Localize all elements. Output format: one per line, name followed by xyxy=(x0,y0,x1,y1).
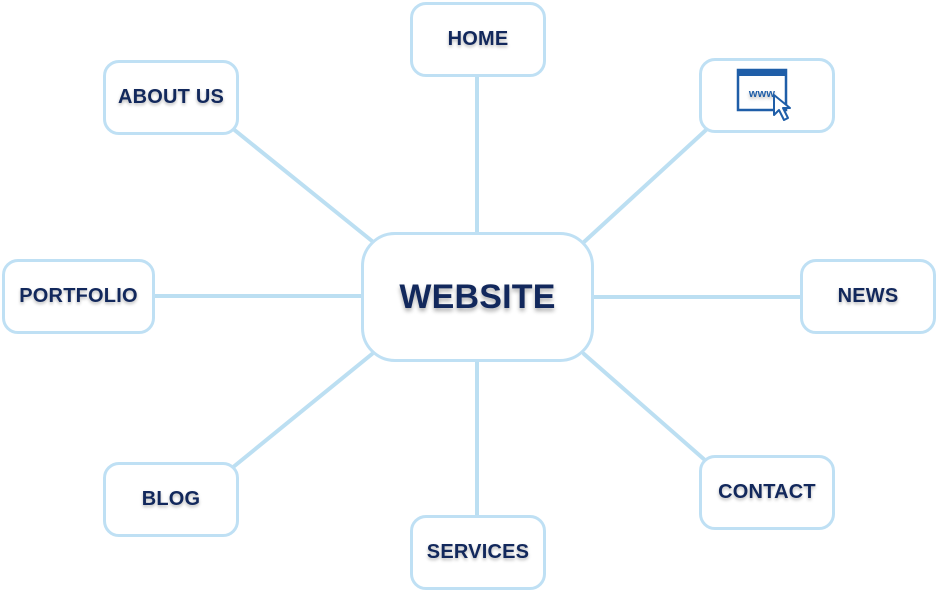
connector-blog xyxy=(230,352,374,470)
connector-www xyxy=(582,128,708,244)
node-contact: CONTACT xyxy=(699,455,835,530)
node-news-label: NEWS xyxy=(837,285,899,307)
node-news: NEWS xyxy=(800,259,936,334)
node-www: www xyxy=(699,58,835,133)
connector-about xyxy=(230,126,374,243)
www-browser-icon: www xyxy=(736,68,791,121)
node-portfolio: PORTFOLIO xyxy=(2,259,155,334)
www-icon-text: www xyxy=(748,88,776,100)
node-website: WEBSITE xyxy=(361,232,594,362)
node-portfolio-label: PORTFOLIO xyxy=(19,285,138,307)
node-about-us: ABOUT US xyxy=(103,60,239,135)
node-home: HOME xyxy=(410,2,546,77)
node-about-us-label: ABOUT US xyxy=(117,86,225,108)
node-services-label: SERVICES xyxy=(426,541,530,563)
connector-contact xyxy=(582,352,708,463)
node-blog-label: BLOG xyxy=(141,488,201,510)
node-services: SERVICES xyxy=(410,515,546,590)
node-contact-label: CONTACT xyxy=(718,481,816,503)
cursor-arrow-icon xyxy=(773,93,791,121)
node-website-label: WEBSITE xyxy=(399,277,556,316)
node-home-label: HOME xyxy=(447,28,509,50)
node-blog: BLOG xyxy=(103,462,239,537)
